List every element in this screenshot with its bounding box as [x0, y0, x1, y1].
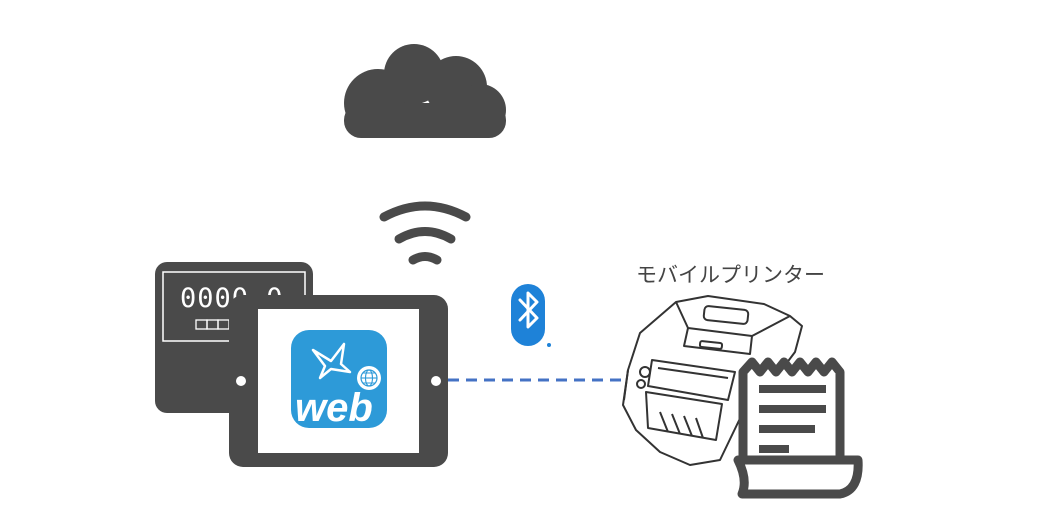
bluetooth-icon [511, 284, 551, 347]
cloud-icon [344, 44, 506, 138]
wifi-icon [379, 201, 471, 265]
star-icon [311, 342, 352, 380]
globe-icon [357, 366, 381, 390]
app-name: web [295, 386, 373, 430]
app-icon: web [291, 330, 387, 430]
receipt-icon [733, 357, 863, 499]
printer-label: モバイルプリンター [636, 263, 825, 287]
